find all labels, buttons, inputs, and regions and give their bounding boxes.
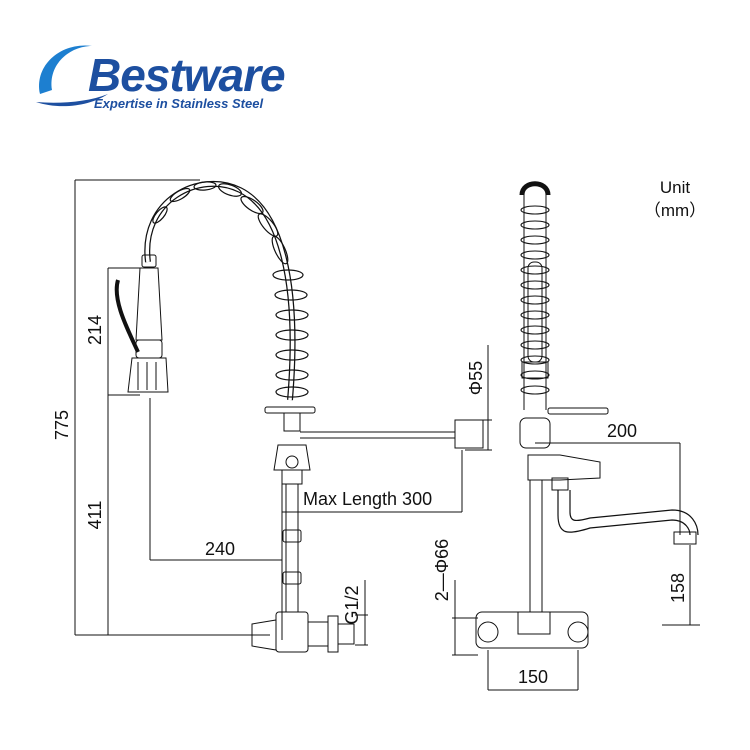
logo-swoosh-icon (36, 45, 108, 107)
spout-height-label: 158 (668, 573, 688, 603)
flange-diameter-label: 2—Φ66 (432, 539, 452, 601)
spout-reach-label: 200 (607, 421, 637, 441)
spray-head-height-label: 411 (85, 501, 105, 530)
brand-tagline: Expertise in Stainless Steel (94, 96, 264, 111)
brand-name: Bestware (88, 49, 286, 101)
unit-value: （mm） (644, 201, 706, 220)
total-height-label: 775 (52, 410, 72, 440)
spray-reach-label: 240 (205, 539, 235, 559)
brand-logo: Bestware Expertise in Stainless Steel (30, 36, 290, 116)
inlet-thread-label: G1/2 (342, 585, 362, 624)
hose-max-length-label: Max Length 300 (303, 489, 432, 509)
spray-head-length-label: 214 (85, 315, 105, 345)
inlet-centers-label: 150 (518, 667, 548, 687)
escutcheon-diameter-label: Φ55 (466, 361, 486, 395)
unit-label: Unit (660, 178, 691, 197)
